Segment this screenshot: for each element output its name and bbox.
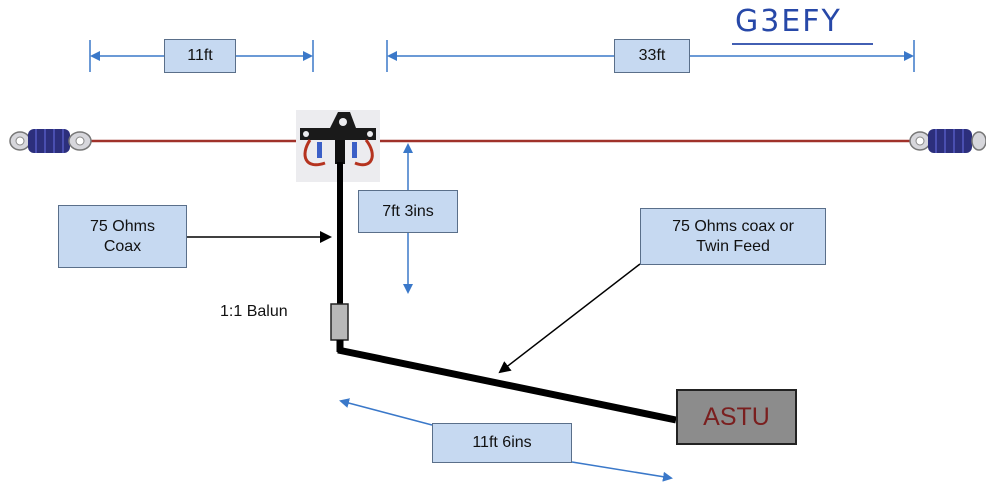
coax-length-label: 7ft 3ins [358,190,458,233]
feeder-cable [337,346,677,424]
astu-box: ASTU [676,389,797,445]
feeder-callout: 75 Ohms coax or Twin Feed [640,208,826,265]
signature-text: G3EFY [735,4,842,39]
left-insulator-icon [9,129,92,153]
coax-callout: 75 Ohms Coax [58,205,187,268]
feeder-pointer-arrow [498,263,641,374]
balun [330,303,349,341]
right-insulator-icon [909,129,986,153]
balun-label: 1:1 Balun [220,303,288,320]
feeder-length-arrow [339,398,433,426]
right-span-label: 33ft [614,39,690,73]
left-span-label: 11ft [164,39,236,73]
feeder-length-label: 11ft 6ins [432,423,572,463]
